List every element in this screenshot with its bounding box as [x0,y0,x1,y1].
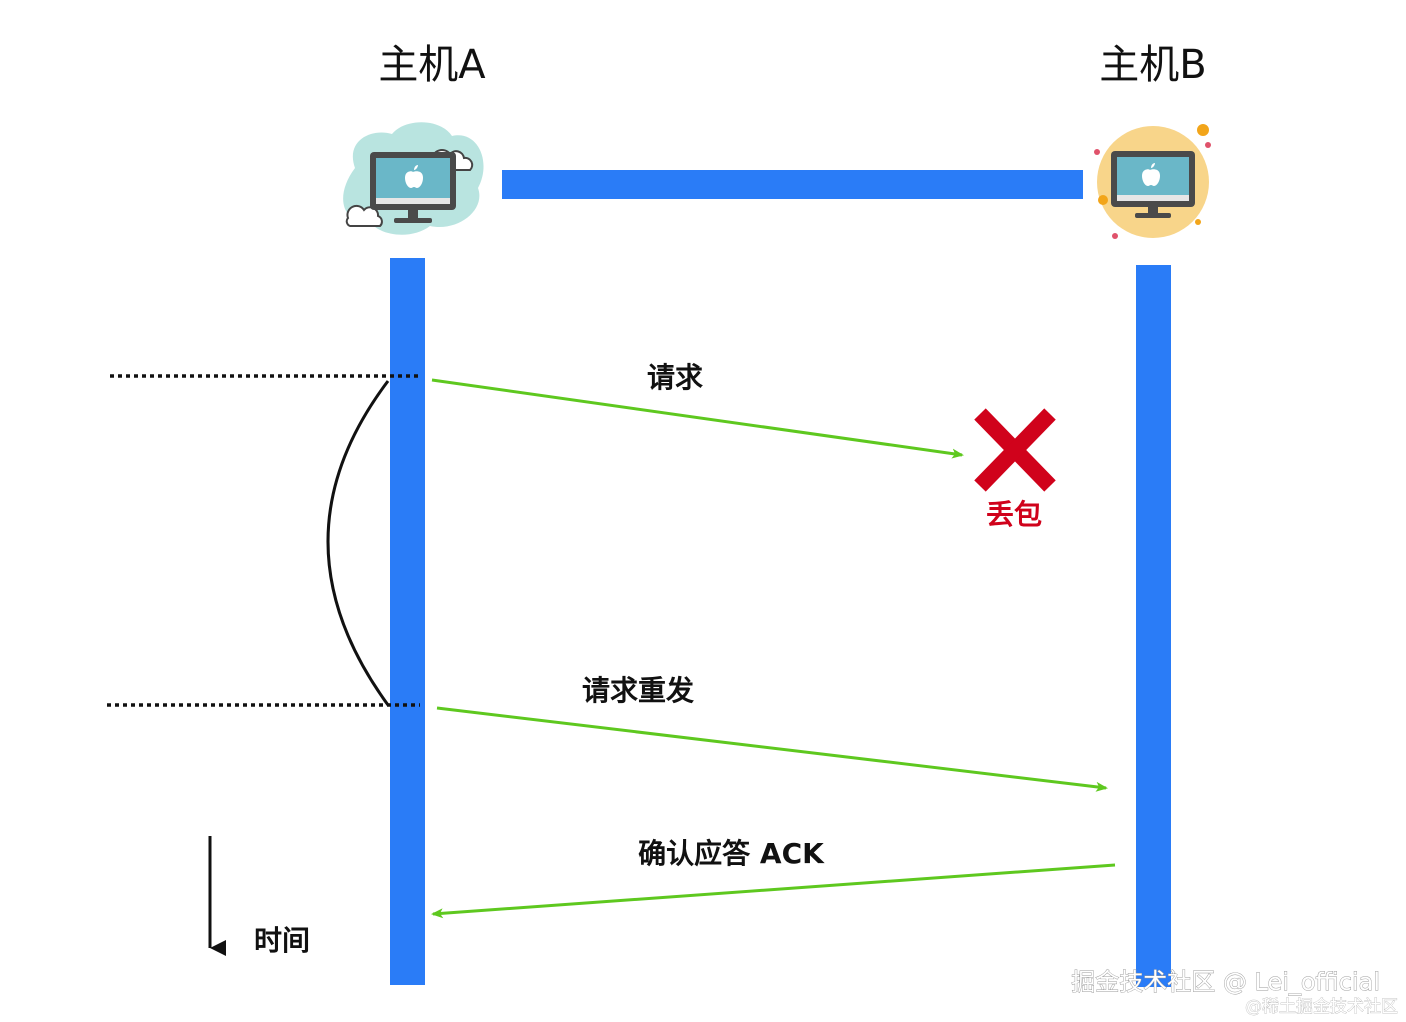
request-label: 请求 [647,361,703,394]
host-b-lifeline [1136,265,1171,987]
apple-logo-icon [405,165,423,188]
host-b-title: 主机B [1099,42,1206,88]
timeout-curve [326,380,390,706]
time-axis-label: 时间 [254,924,310,957]
watermark-main: 掘金技术社区 @ Lei_official [1071,968,1380,996]
packet-loss-label: 丢包 [986,498,1042,531]
connection-bar [502,170,1083,199]
host-b-monitor-icon [1094,124,1211,239]
request-arrow [431,378,964,459]
host-a-title: 主机A [378,42,486,88]
retransmit-arrow [436,706,1108,792]
host-a-lifeline [390,258,425,985]
watermark-sub: @稀土掘金技术社区 [1245,997,1398,1017]
ack-label: 确认应答 ACK [638,837,825,870]
retransmit-label: 请求重发 [582,674,694,707]
apple-logo-icon [1142,163,1160,186]
ack-arrow [431,863,1116,919]
red-x-icon [974,408,1056,492]
host-a-monitor-icon [343,122,484,235]
